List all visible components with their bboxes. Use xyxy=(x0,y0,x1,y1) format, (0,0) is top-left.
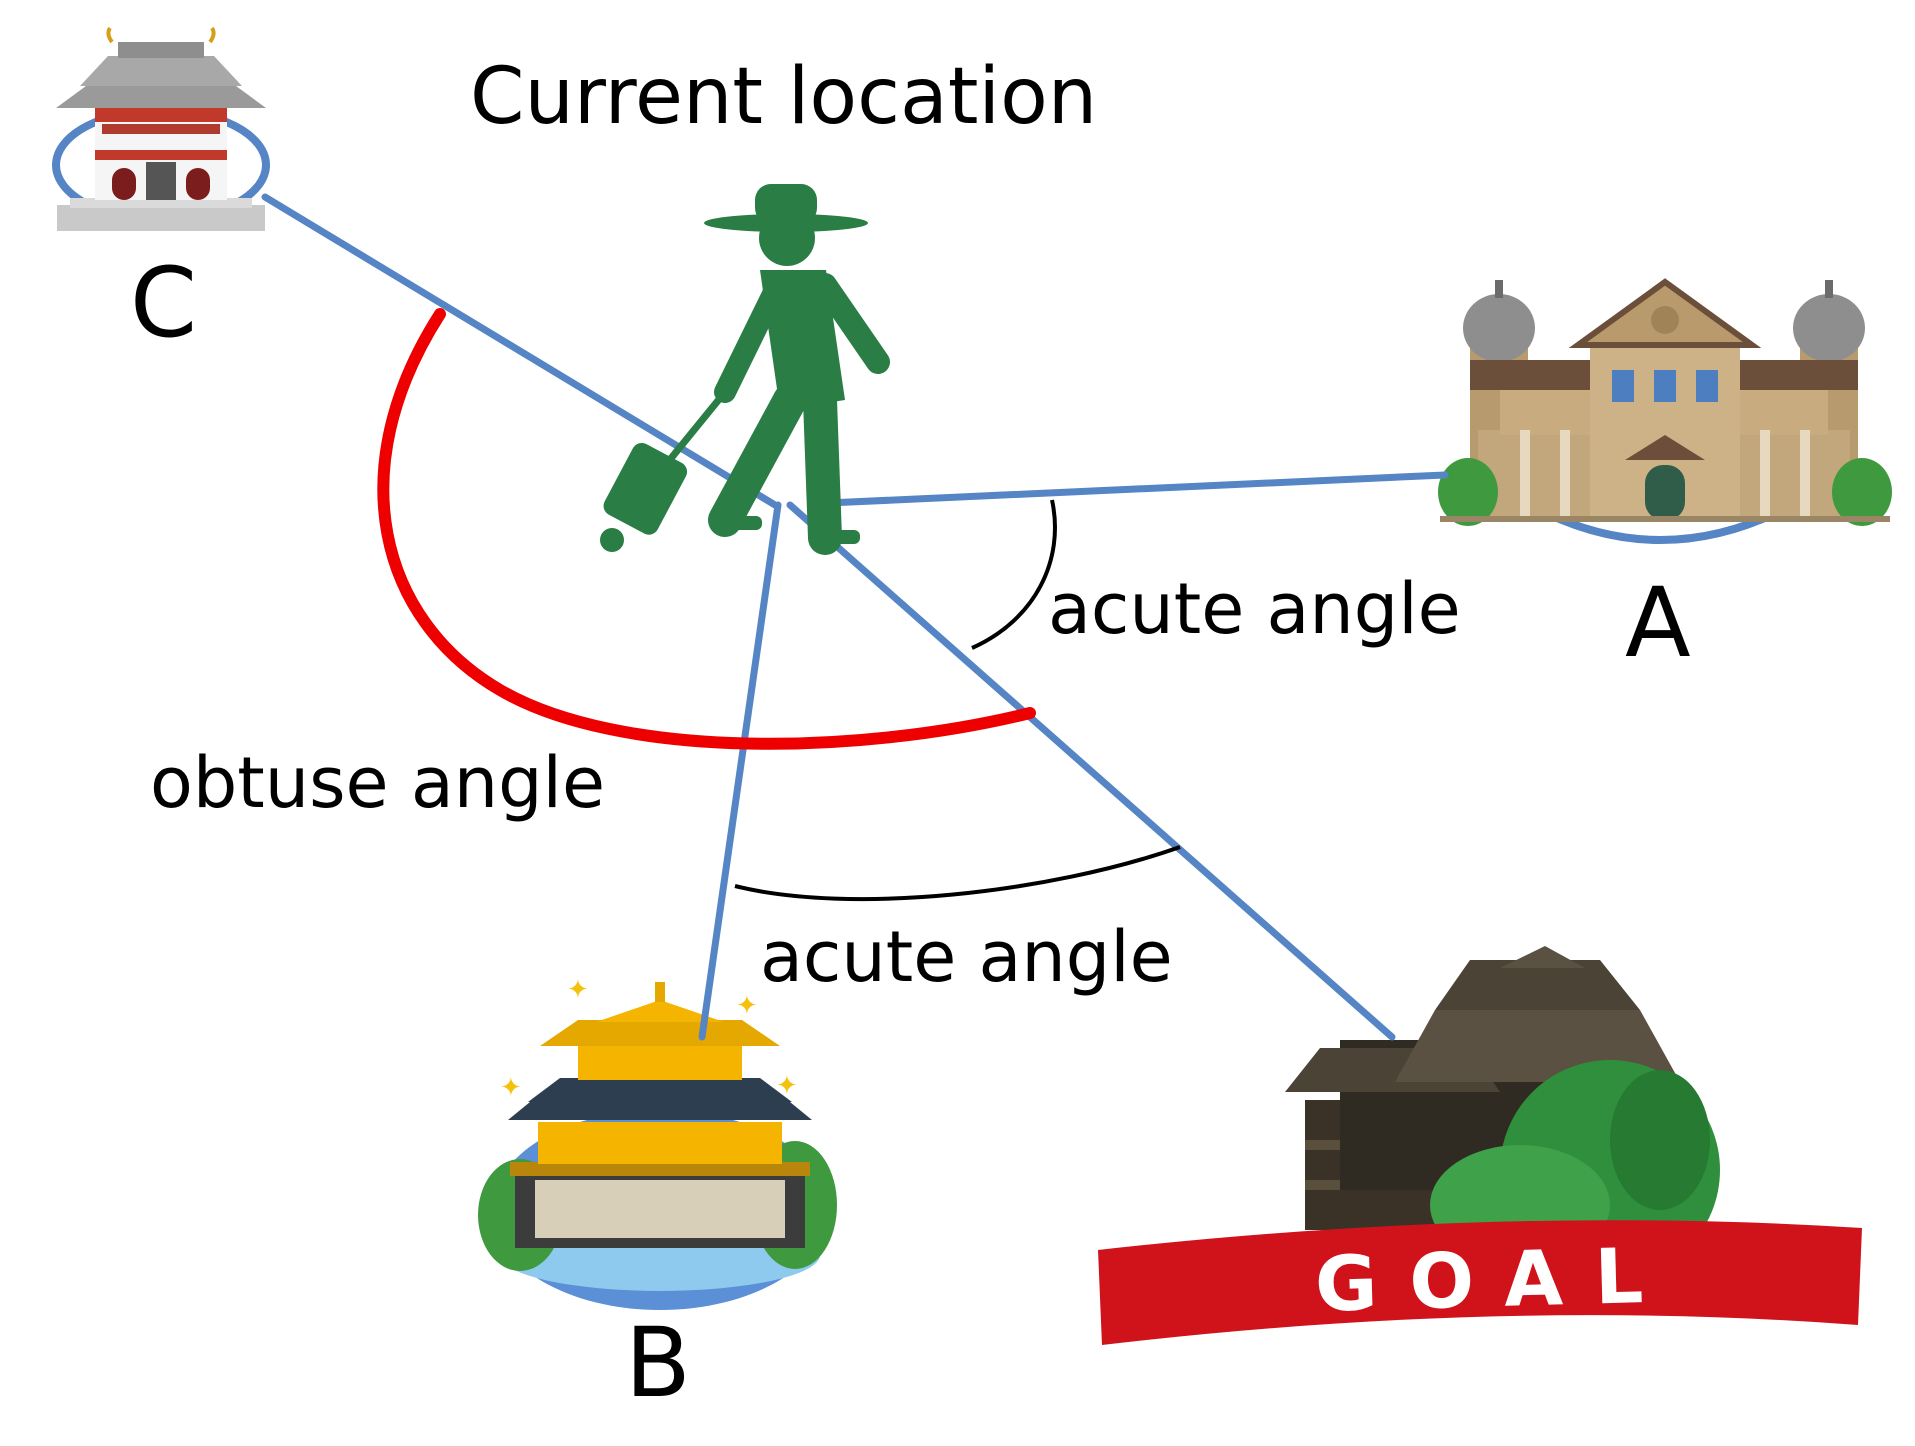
goal-banner-text: GOAL xyxy=(1313,1230,1677,1329)
angle-label-goal-c: obtuse angle xyxy=(150,742,606,824)
svg-text:✦: ✦ xyxy=(736,991,758,1021)
line-to-c xyxy=(261,193,779,509)
walking-person-icon xyxy=(600,184,890,555)
svg-text:✦: ✦ xyxy=(776,1071,798,1101)
place-label-c: C xyxy=(130,247,198,359)
obtuse-arc xyxy=(377,308,1036,750)
svg-text:✦: ✦ xyxy=(500,1073,522,1103)
pavilion-b-icon: ✦ ✦ ✦ ✦ xyxy=(478,975,837,1310)
line-to-a xyxy=(824,471,1449,507)
current-location-title: Current location xyxy=(470,52,1098,142)
acute-arc-a xyxy=(971,499,1057,650)
acute-arc-b xyxy=(734,845,1181,902)
line-to-b xyxy=(698,501,782,1041)
svg-text:✦: ✦ xyxy=(567,975,589,1005)
building-a-icon xyxy=(1438,278,1892,544)
line-to-goal xyxy=(786,501,1396,1041)
angle-label-goal-b: acute angle xyxy=(760,916,1173,998)
place-label-b: B xyxy=(625,1307,691,1419)
goal-ribbon xyxy=(1098,1220,1862,1345)
place-label-a: A xyxy=(1625,567,1691,679)
angle-label-goal-a: acute angle xyxy=(1048,568,1461,650)
temple-c-icon xyxy=(52,26,270,231)
route-lines xyxy=(261,193,1449,1041)
